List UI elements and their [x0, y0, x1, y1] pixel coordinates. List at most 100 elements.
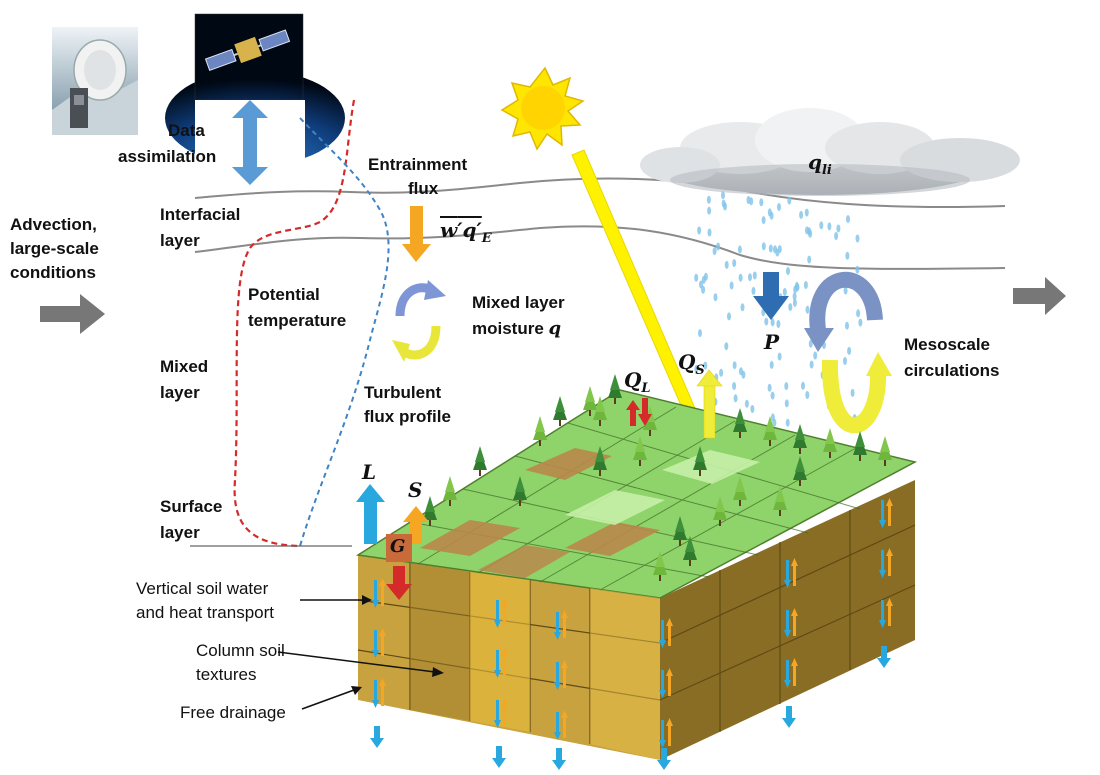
rain-drop — [794, 281, 799, 290]
rain-drop — [855, 265, 860, 274]
rain-drop — [805, 226, 809, 235]
rain-drop — [834, 232, 839, 240]
rain-drop — [697, 226, 702, 235]
rain-drop — [724, 342, 729, 351]
rain-drop — [777, 203, 781, 211]
tree — [553, 396, 567, 426]
tree — [878, 436, 892, 466]
label-column-2: textures — [196, 665, 257, 684]
rain-drop — [827, 222, 832, 231]
rain-drop — [819, 221, 824, 230]
label-potential-1: Potential — [248, 285, 320, 304]
rain-drop — [784, 382, 789, 391]
rain-drop — [805, 391, 810, 399]
rain-drop — [703, 361, 708, 370]
rain-drop — [782, 288, 787, 296]
label-mesoscale-1: Mesoscale — [904, 335, 990, 354]
label-column-1: Column soil — [196, 641, 285, 660]
rain-drop — [732, 361, 737, 370]
soil-flux-arrow-pair — [372, 628, 386, 658]
rain-drop — [737, 245, 742, 254]
advection-arrow-left — [40, 294, 105, 334]
rain-drop — [752, 271, 757, 280]
label-turbulent-1: Turbulent — [364, 383, 442, 402]
label-advection-3: conditions — [10, 263, 96, 282]
turbulent-circulation-icon — [392, 280, 446, 362]
rain-drop — [706, 195, 711, 204]
rain-drop — [748, 273, 752, 282]
soil-flux-arrow-pair — [784, 558, 798, 588]
soil-flux-arrow-pair — [784, 608, 798, 638]
symbol-L: L — [362, 460, 377, 484]
rain-drop — [738, 273, 743, 282]
label-interfacial-2: layer — [160, 231, 200, 250]
soil-flux-arrow-pair — [659, 668, 673, 698]
soil-flux-arrow-pair — [372, 678, 386, 708]
rain-drop — [845, 321, 849, 330]
rain-drop — [698, 329, 702, 338]
rain-drop — [719, 368, 724, 377]
soil-flux-arrow-pair — [554, 660, 568, 690]
label-interfacial-1: Interfacial — [160, 205, 241, 224]
rain-drop — [772, 418, 777, 427]
ground-heat-arrow — [386, 534, 412, 600]
label-vertical-1: Vertical soil water — [136, 579, 269, 598]
rain-drop — [699, 280, 703, 289]
label-mixed-moisture-2: moisture q — [472, 318, 562, 339]
rain-drop — [850, 388, 855, 397]
label-mesoscale-2: circulations — [904, 361, 1000, 380]
label-mixed-1: Mixed — [160, 357, 209, 376]
rain-drop — [858, 318, 863, 327]
rain-drop — [740, 303, 745, 312]
interfacial-layer-bottom — [194, 225, 1006, 270]
assimilation-arrow — [232, 100, 268, 185]
rain-drop — [813, 351, 818, 360]
rain-drop — [750, 405, 755, 413]
rain-drop — [807, 255, 812, 264]
tree — [713, 496, 727, 526]
rain-drop — [707, 228, 712, 237]
rain-drop — [767, 208, 772, 217]
cloud-water-symbol: qli — [808, 150, 832, 178]
tree — [583, 386, 597, 416]
rain-drop — [845, 251, 850, 260]
label-mixed-2: layer — [160, 383, 200, 402]
rain-drop — [847, 346, 852, 355]
tree — [823, 428, 837, 458]
rain-drop — [727, 312, 731, 321]
entrainment-arrow — [402, 206, 431, 262]
label-drainage: Free drainage — [180, 703, 286, 722]
tree — [673, 516, 687, 546]
rain-drop — [744, 399, 749, 408]
rain-drop — [777, 352, 782, 361]
rain-drop — [733, 394, 738, 403]
tree — [593, 396, 607, 426]
rain-drop — [805, 305, 810, 314]
rain-drop — [786, 267, 790, 275]
rain-drop — [768, 244, 773, 253]
rain-drop — [761, 216, 766, 225]
tree — [683, 536, 697, 566]
tree — [733, 408, 747, 438]
rain-drop — [843, 357, 847, 365]
soil-flux-arrow-pair — [659, 718, 673, 748]
rain-drop — [721, 191, 725, 200]
tree — [513, 476, 527, 506]
soil-flux-arrow-pair — [494, 648, 508, 678]
tree — [608, 374, 622, 404]
rain-drop — [776, 320, 781, 328]
tree — [853, 431, 867, 461]
drainage-arrow — [492, 746, 506, 768]
soil-flux-arrow-pair — [879, 548, 893, 578]
rain-drop — [799, 210, 804, 219]
rain-drop — [788, 303, 793, 312]
rain-drop — [843, 286, 848, 295]
rain-drop — [694, 364, 699, 373]
rain-drop — [713, 293, 718, 302]
entrainment-flux-symbol: w′q′E — [440, 218, 492, 246]
latent-heat-arrows — [626, 398, 652, 426]
label-surface-1: Surface — [160, 497, 223, 516]
label-vertical-2: and heat transport — [136, 603, 274, 622]
land-surface-block — [355, 389, 918, 760]
